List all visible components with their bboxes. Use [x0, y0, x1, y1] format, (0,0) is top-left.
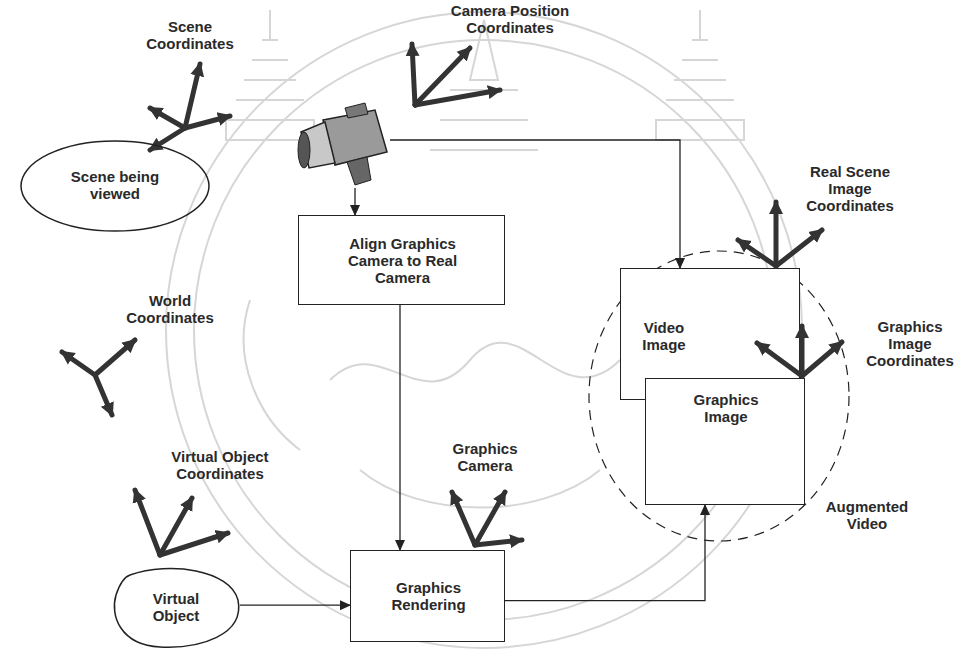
camera-outline — [295, 100, 390, 188]
coordinate-label: Real Scene Image Coordinates — [800, 163, 900, 214]
coordinate-label: Virtual Object Coordinates — [140, 448, 300, 482]
scene-ellipse: Scene being viewed — [20, 140, 210, 232]
coordinate-label: Graphics Image Coordinates — [860, 318, 960, 369]
node-text: Scene being viewed — [65, 168, 165, 202]
process-box: Graphics Rendering — [350, 550, 505, 642]
coordinate-label: World Coordinates — [120, 292, 220, 326]
node-text: Virtual Object — [136, 590, 216, 624]
node-text: Camera Position Coordinates — [425, 2, 595, 36]
video-camera: Camera Position Coordinates — [295, 100, 390, 188]
augmented-video-region: Augmented VideoVideo ImageGraphics Image — [588, 250, 850, 542]
node-text: Augmented Video — [822, 498, 912, 532]
connector-arrow — [240, 605, 350, 606]
node-text: Align Graphics Camera to Real Camera — [328, 235, 478, 286]
node-text: Graphics Rendering — [374, 579, 484, 613]
coordinate-label: Graphics Camera — [440, 440, 530, 474]
connector-arrow — [505, 505, 705, 601]
node-text: Graphics Image — [681, 391, 771, 425]
graphics-image-box: Graphics Image — [645, 378, 805, 505]
process-box: Align Graphics Camera to Real Camera — [298, 215, 505, 305]
connector-arrow — [399, 305, 400, 550]
virtual-object-blob: Virtual Object — [110, 565, 242, 650]
connector-arrow — [354, 188, 355, 215]
coordinate-label: Scene Coordinates — [140, 18, 240, 52]
node-text: Video Image — [629, 319, 699, 353]
